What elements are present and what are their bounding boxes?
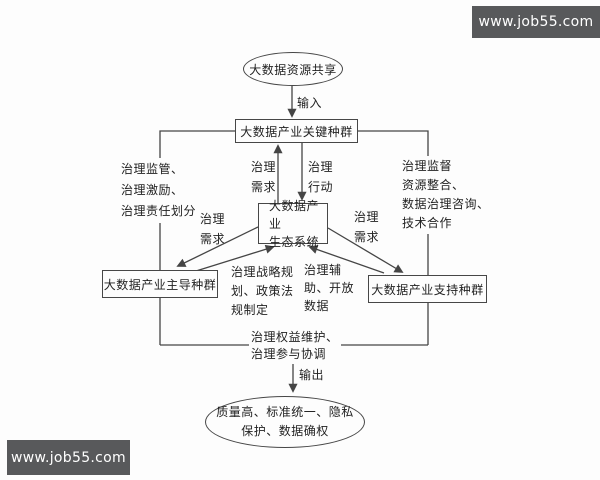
node-label: 大数据产业主导种群	[103, 277, 217, 292]
connector-eco-to-leading-arrow	[176, 226, 259, 267]
node-label-line: 保护、数据确权	[241, 424, 329, 438]
label-strategy-policy: 治理战略规 划、政策法 规制定	[231, 263, 294, 320]
node-label: 大数据产业关键种群	[240, 124, 353, 139]
label-line: 治理权益维护、	[251, 330, 339, 344]
node-label: 大数据产业支持种群	[371, 282, 484, 297]
watermark-banner-top: www.job55.com	[472, 6, 600, 38]
node-label-line: 生态系统	[269, 234, 320, 249]
label-line: 助、开放	[304, 281, 355, 295]
node-label-line: 质量高、标准统一、隐私	[216, 405, 354, 419]
label-line: 治理战略规	[231, 265, 294, 279]
watermark-url: www.job55.com	[478, 14, 594, 30]
label-left-governance-list: 治理监管、 治理激励、 治理责任划分	[119, 158, 199, 223]
label-line: 治理激励、	[121, 183, 184, 197]
node-data-resource-sharing: 大数据资源共享	[243, 52, 343, 86]
watermark-url: www.job55.com	[11, 449, 126, 466]
label-line: 规制定	[231, 303, 269, 317]
label-governance-demand-up: 治理 需求	[251, 157, 276, 197]
label-line: 划、政策法	[231, 284, 294, 298]
node-support-population: 大数据产业支持种群	[368, 275, 487, 303]
label-line: 需求	[354, 230, 380, 244]
node-ecosystem: 大数据产业 生态系统	[258, 199, 328, 249]
label-right-governance-list: 治理监督 资源整合、 数据治理咨询、 技术合作	[400, 156, 492, 234]
label-governance-demand-left: 治理 需求	[200, 209, 225, 249]
connector-support-to-eco-arrow	[308, 245, 385, 274]
label-line: 治理监督	[402, 159, 453, 173]
connector-right-frame	[358, 130, 429, 345]
label-governance-action: 治理 行动	[308, 157, 333, 197]
node-outcome: 质量高、标准统一、隐私 保护、数据确权	[205, 396, 365, 448]
label-line: 需求	[251, 180, 277, 194]
label-line: 行动	[308, 180, 334, 194]
label-rights-coordination: 治理权益维护、 治理参与协调	[249, 328, 341, 364]
connector-eco-to-support-arrow	[327, 227, 404, 273]
label-line: 资源整合、	[402, 178, 465, 192]
label-line: 治理	[200, 212, 226, 226]
watermark-banner-bottom: www.job55.com	[7, 440, 130, 475]
node-label-line: 大数据产业	[269, 198, 320, 231]
label-output: 输出	[299, 368, 325, 382]
label-line: 数据	[304, 299, 330, 313]
label-line: 需求	[200, 232, 226, 246]
label-line: 技术合作	[402, 216, 453, 230]
label-line: 治理监管、	[121, 162, 184, 176]
label-line: 治理责任划分	[121, 204, 197, 218]
label-line: 治理	[354, 210, 380, 224]
label-line: 数据治理咨询、	[402, 197, 490, 211]
label-line: 治理	[251, 160, 277, 174]
label-assist-open-data: 治理辅 助、开放 数据	[304, 261, 354, 315]
node-leading-population: 大数据产业主导种群	[102, 270, 218, 298]
label-line: 治理辅	[304, 263, 342, 277]
label-line: 治理参与协调	[251, 347, 327, 361]
connector-leading-to-eco-arrow	[195, 244, 275, 272]
label-governance-demand-right: 治理 需求	[354, 207, 379, 247]
label-input: 输入	[297, 96, 323, 110]
label-line: 治理	[308, 160, 334, 174]
node-key-population: 大数据产业关键种群	[235, 119, 358, 143]
node-label: 大数据资源共享	[249, 62, 337, 77]
